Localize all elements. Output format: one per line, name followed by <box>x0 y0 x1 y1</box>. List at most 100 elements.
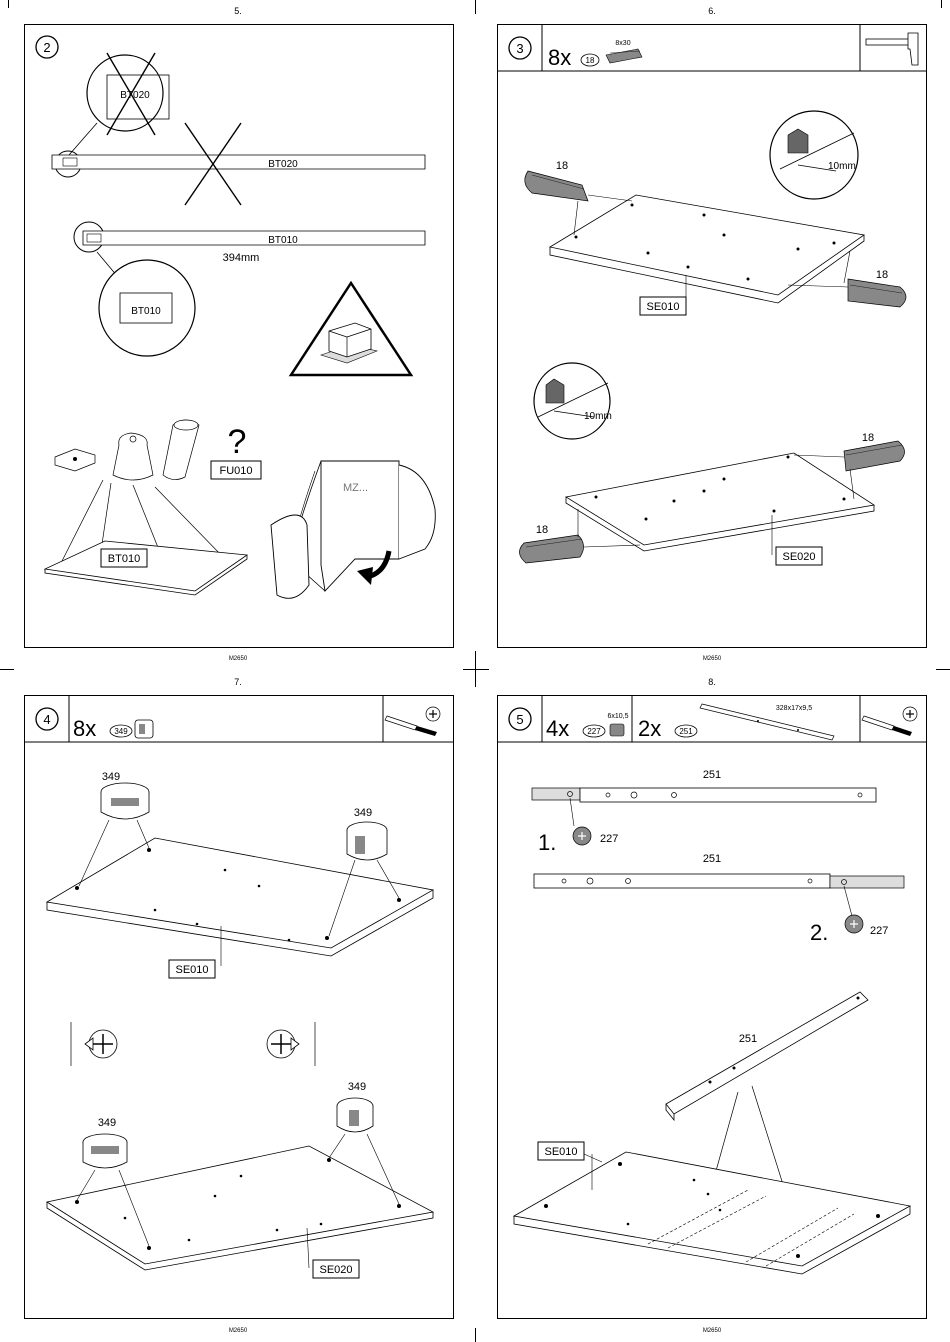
rail-label: 251 <box>739 1033 757 1045</box>
page-number: 6. <box>692 6 732 16</box>
rail-bt020 <box>52 155 425 169</box>
phillips-head-icon <box>426 707 440 721</box>
se010-label: SE010 <box>544 1146 577 1158</box>
part-size: 6x10,5 <box>607 713 628 720</box>
se010-label: SE010 <box>175 964 208 976</box>
depth-label: 10mm <box>828 161 856 172</box>
question-mark: ? <box>228 423 247 461</box>
cam-lock-icon <box>83 1134 127 1168</box>
step-number: 5 <box>516 712 523 727</box>
step-2-label: 2. <box>810 920 828 945</box>
rotate-left-icon <box>85 1030 117 1058</box>
length-label: 394mm <box>223 252 260 264</box>
hand-left-icon <box>271 515 309 598</box>
part-number: 227 <box>587 727 601 736</box>
dowel-icon <box>844 441 905 471</box>
step-1-label: 1. <box>538 830 556 855</box>
bt020-rail-label: BT020 <box>268 159 298 170</box>
crop-mark <box>463 669 489 670</box>
crop-mark <box>475 1328 476 1342</box>
step-3-illustration: 3 8x 18 8x30 10mm 18 18 SE010 10mm <box>498 25 926 647</box>
page-footer: M2650 <box>218 1328 258 1334</box>
page-footer: M2650 <box>218 656 258 662</box>
euro-screw-icon <box>845 915 863 933</box>
rail-label: 251 <box>703 769 721 781</box>
step-4-panel: 4 8x 349 349 349 SE010 <box>24 695 454 1319</box>
quantity-label: 4x <box>546 716 569 741</box>
cam-lock-icon <box>135 720 153 738</box>
drawer-rail-251 <box>534 874 830 888</box>
dowel-icon <box>519 535 583 563</box>
depth-zoom-circle <box>534 363 610 439</box>
depth-zoom-circle <box>770 111 858 199</box>
page-number: 7. <box>218 677 258 687</box>
quantity-label: 8x <box>548 45 571 70</box>
cam-label: 349 <box>102 771 120 783</box>
bt020-zoom-label: BT020 <box>120 90 150 101</box>
depth-label: 10mm <box>584 411 612 422</box>
board-se010 <box>550 195 864 295</box>
leader-line <box>69 123 97 155</box>
rail-label: 251 <box>703 853 721 865</box>
handwriting-text: MZ... <box>343 482 368 494</box>
bt010-zoom-label: BT010 <box>131 306 161 317</box>
dowel-label: 18 <box>556 160 568 172</box>
quantity-label: 2x <box>638 716 661 741</box>
cam-label: 349 <box>98 1117 116 1129</box>
phillips-head-icon <box>903 707 917 721</box>
cam-lock-icon <box>101 783 149 819</box>
drawer-rail-icon <box>700 704 834 740</box>
drawer-rail-251 <box>666 992 868 1114</box>
part-cone-icon <box>113 433 153 480</box>
page-number: 8. <box>692 677 732 687</box>
step-2-illustration: 2 BT020 BT020 BT010 394mm BT010 ? FU010 … <box>25 25 453 647</box>
hand-right-icon <box>399 465 435 559</box>
euro-screw-icon <box>610 724 624 736</box>
rail-bt010 <box>83 231 425 245</box>
step-number: 2 <box>43 40 50 55</box>
page-footer: M2650 <box>692 656 732 662</box>
quantity-label: 8x <box>73 716 96 741</box>
euro-screw-icon <box>573 827 591 845</box>
part-number: 349 <box>114 727 128 736</box>
se020-label: SE020 <box>319 1264 352 1276</box>
step-number: 4 <box>43 712 50 727</box>
part-size: 328x17x9,5 <box>776 705 812 712</box>
step-4-illustration: 4 8x 349 349 349 SE010 <box>25 696 453 1318</box>
dowel-icon <box>525 171 588 201</box>
dowel-label: 18 <box>536 524 548 536</box>
part-number: 18 <box>586 56 595 65</box>
se010-label: SE010 <box>646 301 679 313</box>
dowel-icon <box>606 49 642 63</box>
crop-mark <box>941 0 942 8</box>
hammer-icon <box>866 33 918 65</box>
step-5-illustration: 5 4x 227 6x10,5 2x 251 328x17x9,5 251 1.… <box>498 696 926 1318</box>
se020-label: SE020 <box>782 551 815 563</box>
bt010-board-label: BT010 <box>108 553 140 565</box>
crop-mark <box>8 0 9 8</box>
cam-label: 349 <box>354 807 372 819</box>
fu010-label: FU010 <box>219 465 252 477</box>
drawer-rail-251 <box>580 788 876 802</box>
page-number: 5. <box>218 6 258 16</box>
rail-slider <box>830 876 904 888</box>
cam-label: 349 <box>348 1081 366 1093</box>
screw-label: 227 <box>870 925 888 937</box>
cam-lock-icon <box>347 822 387 860</box>
dowel-label: 18 <box>876 269 888 281</box>
page-footer: M2650 <box>692 1328 732 1334</box>
step-number: 3 <box>516 41 523 56</box>
screw-label: 227 <box>600 833 618 845</box>
step-2-panel: 2 BT020 BT020 BT010 394mm BT010 ? FU010 … <box>24 24 454 648</box>
cam-lock-icon <box>337 1098 373 1132</box>
step-3-panel: 3 8x 18 8x30 10mm 18 18 SE010 10mm <box>497 24 927 648</box>
part-number: 251 <box>679 727 693 736</box>
crop-mark <box>475 0 476 14</box>
step-5-panel: 5 4x 227 6x10,5 2x 251 328x17x9,5 251 1.… <box>497 695 927 1319</box>
crop-mark <box>936 669 950 670</box>
screwdriver-icon <box>862 716 912 736</box>
dowel-icon <box>848 279 906 307</box>
part-size: 8x30 <box>615 40 630 47</box>
rotate-right-icon <box>267 1030 299 1058</box>
dowel-label: 18 <box>862 432 874 444</box>
